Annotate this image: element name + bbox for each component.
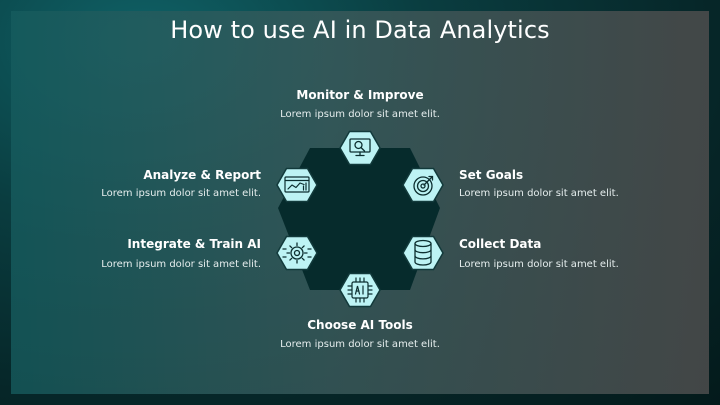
badge-collect-data [402,235,444,271]
step-title-analyze: Analyze & Report [143,168,261,182]
gear-icon [282,242,312,264]
badge-analyze [276,167,318,203]
badge-monitor [339,130,381,166]
step-title-integrate: Integrate & Train AI [127,237,261,251]
step-title-choose-ai: Choose AI Tools [307,318,413,332]
step-desc-analyze: Lorem ipsum dolor sit amet elit. [101,188,261,199]
badge-choose-ai [339,272,381,308]
step-title-set-goals: Set Goals [459,168,524,182]
page-title: How to use AI in Data Analytics [170,16,550,44]
step-desc-choose-ai: Lorem ipsum dolor sit amet elit. [280,339,440,350]
chart-report-icon [284,176,310,193]
step-title-collect-data: Collect Data [459,237,542,251]
badge-integrate [276,235,318,271]
ai-chip-icon [347,277,373,303]
monitor-search-icon [349,138,371,157]
target-icon [413,175,434,196]
step-desc-collect-data: Lorem ipsum dolor sit amet elit. [459,259,619,270]
step-desc-set-goals: Lorem ipsum dolor sit amet elit. [459,188,619,199]
badge-set-goals [402,167,444,203]
hub-hexagon [278,148,440,290]
step-desc-integrate: Lorem ipsum dolor sit amet elit. [101,259,261,270]
step-desc-monitor: Lorem ipsum dolor sit amet elit. [280,109,440,120]
database-icon [414,239,432,266]
step-title-monitor: Monitor & Improve [296,88,424,102]
